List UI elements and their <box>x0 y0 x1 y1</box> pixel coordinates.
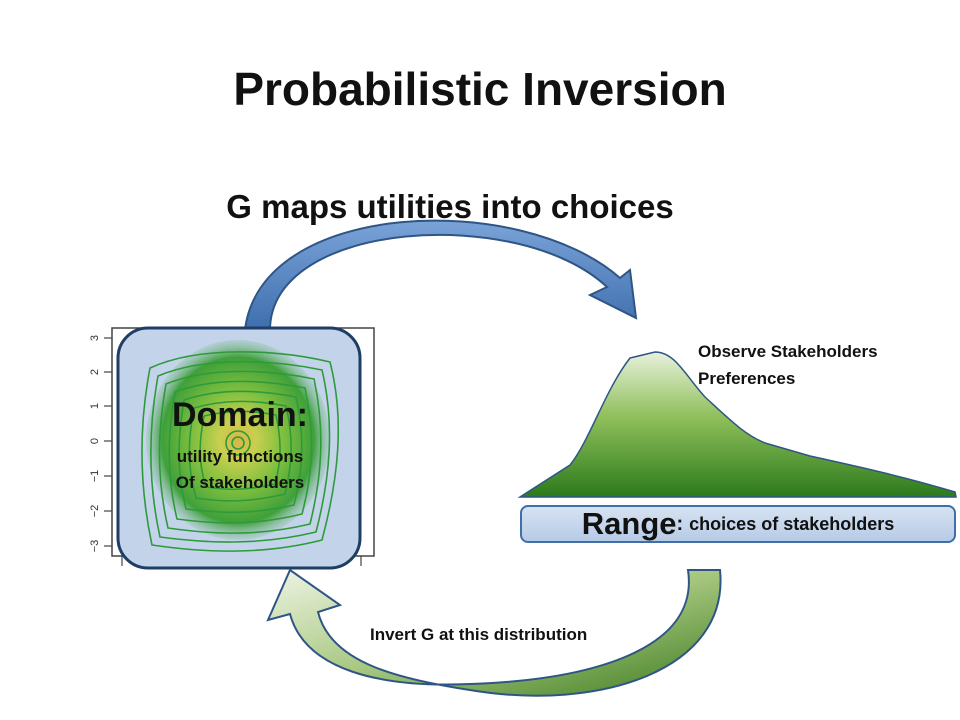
axis-tick-label: −3 <box>89 540 101 553</box>
range-box: Range : choices of stakeholders <box>520 505 956 543</box>
axis-tick-label: 1 <box>89 403 101 409</box>
axis-tick-label: −2 <box>89 505 101 518</box>
distribution-area <box>517 351 957 498</box>
axis-tick-label: 0 <box>89 438 101 444</box>
range-label: Range <box>581 506 677 541</box>
domain-description-line: utility functions <box>176 447 304 466</box>
subtitle: G maps utilities into choices <box>226 188 674 225</box>
bottom-arrow <box>266 568 722 697</box>
domain-description-line: Of stakeholders <box>175 473 305 492</box>
density-heat <box>146 340 330 540</box>
invert-label: Invert G at this distribution <box>370 625 588 644</box>
page-title: Probabilistic Inversion <box>233 63 727 115</box>
range-description: choices of stakeholders <box>689 513 895 534</box>
axis-tick-label: 2 <box>89 369 101 375</box>
range-colon: : <box>676 512 684 535</box>
top-arrow <box>243 219 638 331</box>
observe-line: Preferences <box>698 369 796 388</box>
observe-label: Observe Stakeholders Preferences <box>698 338 878 392</box>
observe-line: Observe Stakeholders <box>698 342 878 361</box>
contour-lines <box>141 351 340 552</box>
axis-tick-label: −1 <box>89 470 101 483</box>
axis-tick-label: 3 <box>89 335 101 341</box>
domain-heading: Domain: <box>172 396 308 434</box>
